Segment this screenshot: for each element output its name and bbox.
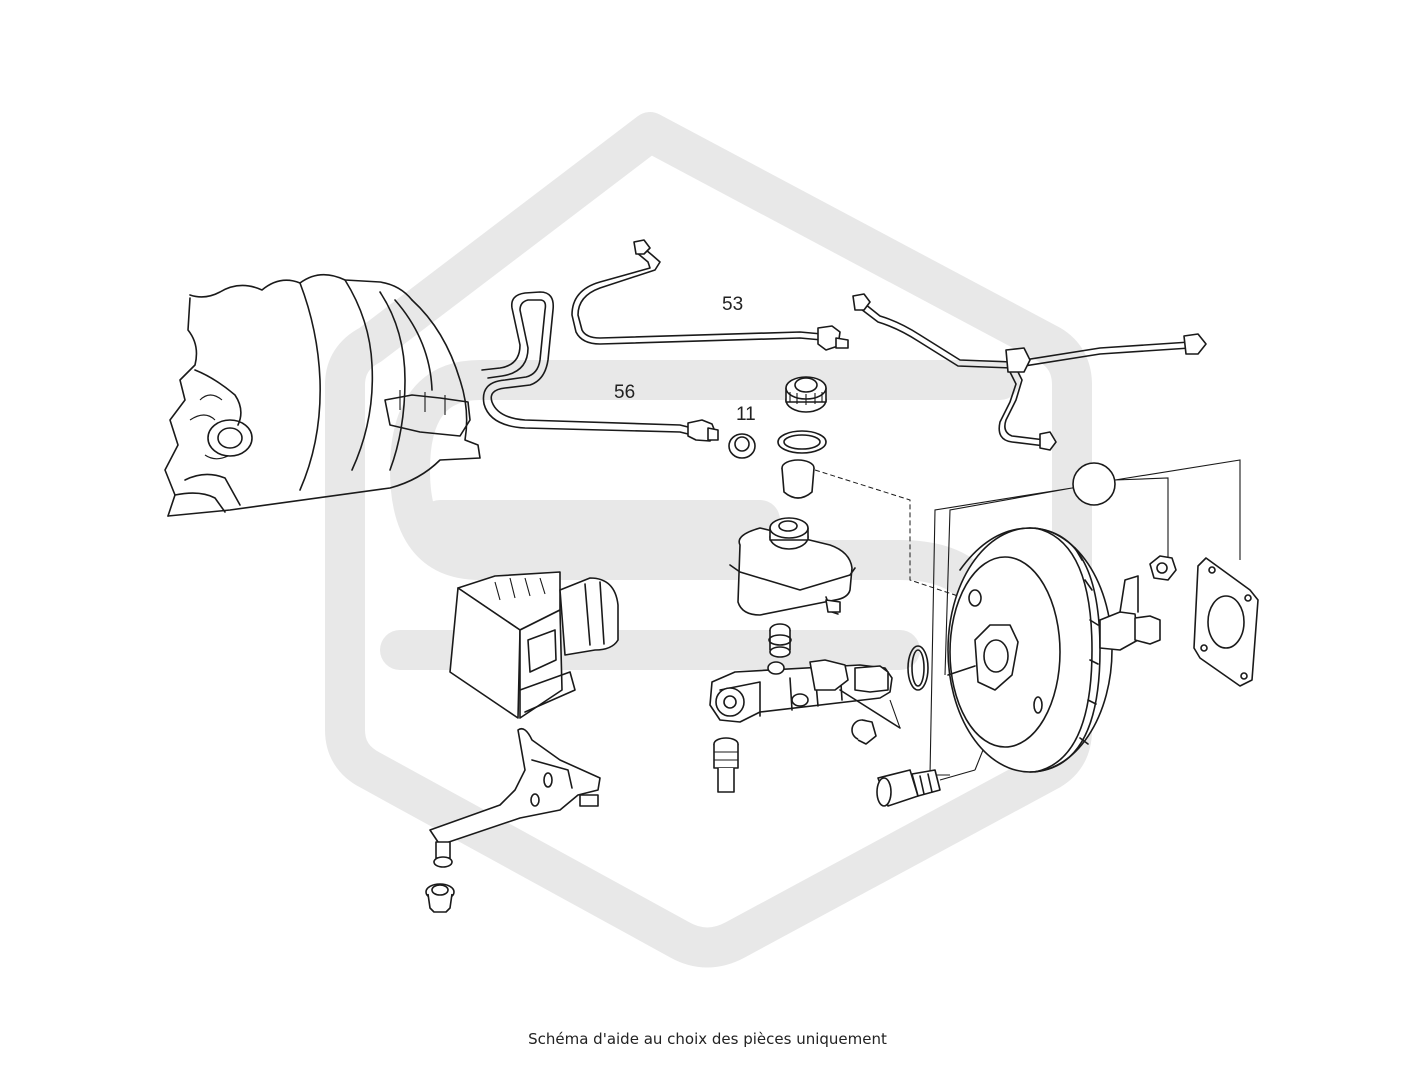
master-cylinder[interactable]: [709, 659, 901, 729]
booster-gasket[interactable]: [1193, 557, 1259, 687]
callout-56[interactable]: 56: [614, 382, 635, 403]
grommet-11[interactable]: [728, 433, 756, 459]
engine-block: [164, 273, 481, 517]
reservoir-cap[interactable]: [785, 376, 827, 413]
rubber-mount[interactable]: [425, 883, 455, 913]
brake-booster[interactable]: [947, 527, 1161, 773]
reservoir-plug[interactable]: [768, 623, 792, 658]
brake-fluid-reservoir[interactable]: [729, 517, 856, 616]
leader-lines: [889, 459, 1241, 781]
pressure-switch[interactable]: [713, 737, 739, 793]
vacuum-check-valve[interactable]: [876, 769, 941, 807]
abs-hydraulic-unit[interactable]: [449, 571, 619, 719]
booster-nut[interactable]: [1149, 555, 1177, 581]
callout-11[interactable]: 11: [736, 404, 756, 425]
callout-53[interactable]: 53: [722, 294, 743, 315]
callout-circle[interactable]: [1072, 462, 1116, 506]
abs-mounting-bracket[interactable]: [429, 727, 601, 868]
booster-o-ring[interactable]: [907, 645, 929, 691]
reservoir-seal-ring[interactable]: [777, 430, 827, 454]
diagram-caption: Schéma d'aide au choix des pièces unique…: [528, 1030, 887, 1048]
brake-line-53[interactable]: [571, 239, 849, 351]
reservoir-strainer[interactable]: [781, 459, 971, 601]
small-bushing[interactable]: [851, 719, 877, 745]
brake-line-56[interactable]: [481, 291, 719, 442]
brake-line-branched[interactable]: [852, 293, 1207, 451]
